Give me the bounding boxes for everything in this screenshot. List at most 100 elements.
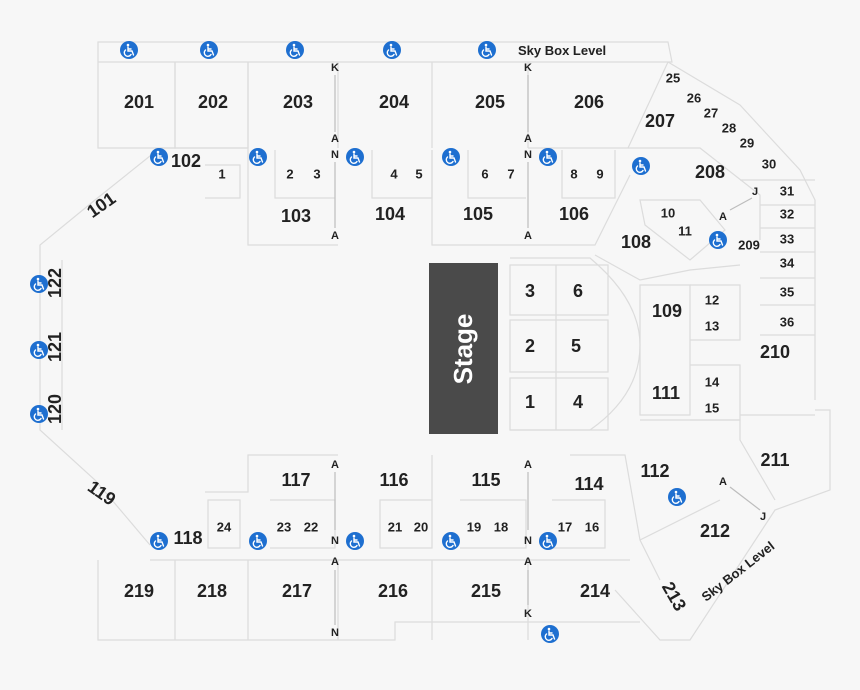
section-111[interactable]: 111 [652,383,680,403]
wheelchair-icon [286,41,304,59]
floor-1[interactable]: 1 [525,392,535,412]
box-27[interactable]: 27 [704,105,718,120]
section-116[interactable]: 116 [379,470,408,490]
box-23[interactable]: 23 [277,519,291,534]
section-210[interactable]: 210 [760,342,790,362]
section-209[interactable]: 209 [738,237,760,252]
section-202[interactable]: 202 [198,92,228,112]
section-114[interactable]: 114 [574,474,603,494]
box-19[interactable]: 19 [467,519,481,534]
row-n-marker: N [524,149,532,161]
box-33[interactable]: 33 [780,231,794,246]
box-17[interactable]: 17 [558,519,572,534]
section-103[interactable]: 103 [281,206,311,226]
box-18[interactable]: 18 [494,519,508,534]
box-5[interactable]: 5 [415,166,422,181]
box-35[interactable]: 35 [780,284,794,299]
floor-6[interactable]: 6 [573,281,583,301]
row-a-marker: A [331,133,339,145]
wheelchair-icon [539,532,557,550]
wheelchair-icon [150,148,168,166]
wheelchair-icon [346,532,364,550]
section-118[interactable]: 118 [173,528,202,548]
box-36[interactable]: 36 [780,314,794,329]
box-2[interactable]: 2 [286,166,293,181]
box-3[interactable]: 3 [313,166,320,181]
floor-4[interactable]: 4 [573,392,583,412]
row-j-marker: J [752,186,758,198]
box-12[interactable]: 12 [705,292,719,307]
box-6[interactable]: 6 [481,166,488,181]
box-15[interactable]: 15 [705,400,719,415]
wheelchair-icon [346,148,364,166]
section-215[interactable]: 215 [471,581,501,601]
boxes: 1 2 3 4 5 6 7 8 9 10 11 12 13 14 15 16 1… [217,70,795,534]
section-117[interactable]: 117 [281,470,310,490]
section-120[interactable]: 120 [45,394,65,424]
row-a-marker: A [524,133,532,145]
box-1[interactable]: 1 [218,166,225,181]
section-219[interactable]: 219 [124,581,154,601]
box-21[interactable]: 21 [388,519,402,534]
box-26[interactable]: 26 [687,90,701,105]
wheelchair-icon [442,148,460,166]
section-102[interactable]: 102 [171,151,201,171]
box-31[interactable]: 31 [780,183,794,198]
stage-label: Stage [448,314,478,385]
floor-3[interactable]: 3 [525,281,535,301]
sections-100: 101 102 103 104 105 106 108 109 111 112 … [45,151,682,548]
section-211[interactable]: 211 [760,450,789,470]
section-112[interactable]: 112 [640,461,669,481]
section-121[interactable]: 121 [45,332,65,362]
section-214[interactable]: 214 [580,581,610,601]
sky-box-label-top: Sky Box Level [518,43,606,58]
section-119[interactable]: 119 [84,476,119,509]
wheelchair-icon [249,148,267,166]
box-29[interactable]: 29 [740,135,754,150]
wheelchair-icon [668,488,686,506]
section-115[interactable]: 115 [471,470,500,490]
section-108[interactable]: 108 [621,232,651,252]
floor-2[interactable]: 2 [525,336,535,356]
section-122[interactable]: 122 [45,268,65,298]
row-n-marker: N [331,149,339,161]
box-16[interactable]: 16 [585,519,599,534]
section-218[interactable]: 218 [197,581,227,601]
section-213[interactable]: 213 [658,578,690,614]
section-205[interactable]: 205 [475,92,505,112]
box-34[interactable]: 34 [780,255,795,270]
section-106[interactable]: 106 [559,204,589,224]
box-22[interactable]: 22 [304,519,318,534]
row-a-marker: A [524,459,532,471]
section-206[interactable]: 206 [574,92,604,112]
box-24[interactable]: 24 [217,519,232,534]
box-30[interactable]: 30 [762,156,776,171]
section-203[interactable]: 203 [283,92,313,112]
section-208[interactable]: 208 [695,162,725,182]
section-204[interactable]: 204 [379,92,409,112]
section-212[interactable]: 212 [700,521,730,541]
section-217[interactable]: 217 [282,581,312,601]
section-216[interactable]: 216 [378,581,408,601]
box-25[interactable]: 25 [666,70,680,85]
section-105[interactable]: 105 [463,204,493,224]
box-28[interactable]: 28 [722,120,736,135]
floor-5[interactable]: 5 [571,336,581,356]
row-k-marker: K [524,62,532,74]
box-4[interactable]: 4 [390,166,398,181]
box-32[interactable]: 32 [780,206,794,221]
box-10[interactable]: 10 [661,205,675,220]
section-207[interactable]: 207 [645,111,675,131]
box-9[interactable]: 9 [596,166,603,181]
section-101[interactable]: 101 [83,188,119,222]
box-8[interactable]: 8 [570,166,577,181]
box-13[interactable]: 13 [705,318,719,333]
section-201[interactable]: 201 [124,92,154,112]
box-20[interactable]: 20 [414,519,428,534]
box-7[interactable]: 7 [507,166,514,181]
section-109[interactable]: 109 [652,301,682,321]
box-14[interactable]: 14 [705,374,720,389]
section-104[interactable]: 104 [375,204,405,224]
box-11[interactable]: 11 [678,223,692,238]
